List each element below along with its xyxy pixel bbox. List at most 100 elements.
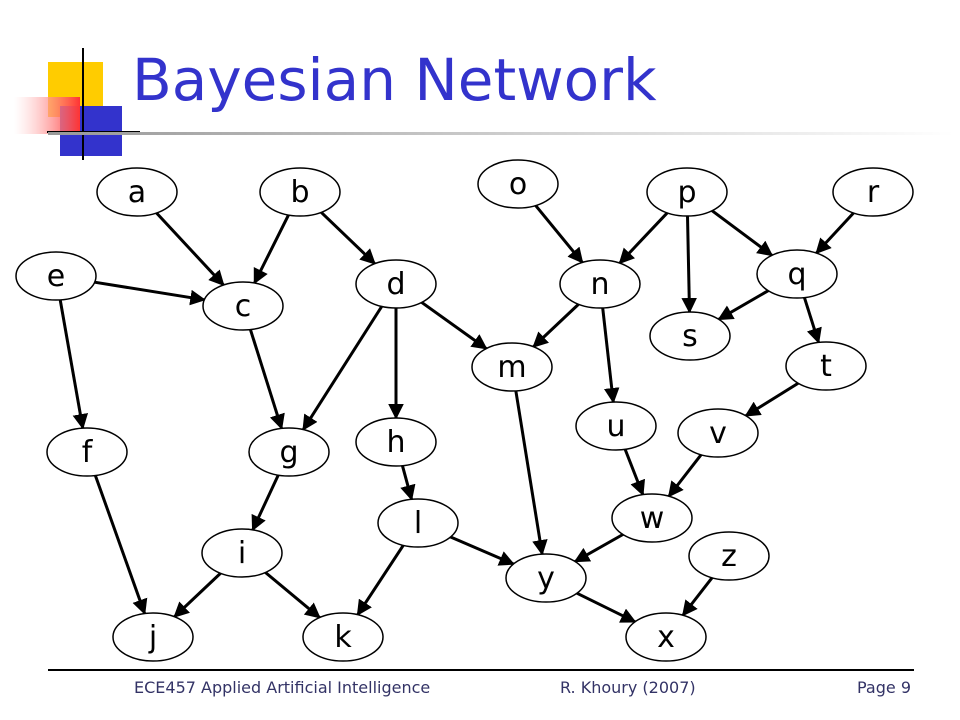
node-ellipse-g [248,427,330,477]
node-ellipse-v [677,408,759,458]
node-ellipse-u [575,401,657,451]
node-label-s: s [682,319,698,354]
edge-c-to-g [247,325,285,430]
node-label-g: g [279,435,298,470]
node-label-o: o [509,167,527,202]
edge-e-to-c [90,280,206,306]
node-h: h [355,417,437,467]
edge-u-to-w [622,445,646,497]
node-label-m: m [497,350,526,385]
node-label-d: d [386,267,405,302]
node-ellipse-i [201,528,283,578]
node-ellipse-s [649,311,731,361]
node-t: t [785,341,867,391]
node-ellipse-d [355,259,437,309]
edge-d-to-g [302,302,386,431]
edge-n-to-m [532,300,583,348]
node-ellipse-l [377,498,459,548]
node-d: d [355,259,437,309]
node-ellipse-m [471,342,553,392]
node-ellipse-o [477,159,559,209]
node-ellipse-t [785,341,867,391]
node-label-x: x [657,620,675,655]
node-u: u [575,401,657,451]
node-ellipse-a [96,167,178,217]
node-s: s [649,311,731,361]
edge-p-to-n [618,208,672,265]
edge-n-to-u [600,303,620,404]
edge-p-to-q [707,207,774,257]
node-g: g [248,427,330,477]
node-label-l: l [414,506,422,541]
node-c: c [202,281,284,331]
node-label-i: i [238,536,246,571]
node-o: o [477,159,559,209]
node-label-u: u [606,409,625,444]
node-label-v: v [709,416,727,451]
node-ellipse-p [646,167,728,217]
node-label-p: p [677,175,696,210]
node-y: y [505,553,587,603]
node-label-w: w [640,501,665,536]
footer-author: R. Khoury (2007) [560,678,696,697]
node-label-z: z [721,539,737,574]
node-label-h: h [386,425,405,460]
edge-r-to-q [815,209,858,255]
edge-g-to-i [251,470,282,532]
edge-f-to-j [92,471,148,616]
node-ellipse-n [559,259,641,309]
node-e: e [15,251,97,301]
footer-course: ECE457 Applied Artificial Intelligence [134,678,431,697]
edge-h-to-l [399,461,416,501]
node-q: q [756,249,838,299]
node-ellipse-x [625,612,707,662]
edge-l-to-k [356,541,407,616]
node-ellipse-r [832,167,914,217]
edge-i-to-k [261,568,321,619]
node-label-b: b [290,175,309,210]
edge-y-to-x [572,590,637,624]
node-x: x [625,612,707,662]
node-v: v [677,408,759,458]
node-ellipse-j [112,612,194,662]
edge-z-to-x [681,573,716,617]
edge-t-to-v [744,379,803,418]
node-ellipse-q [756,249,838,299]
edge-d-to-m [417,298,488,350]
edge-q-to-s [717,287,773,321]
node-k: k [302,612,384,662]
node-b: b [259,167,341,217]
edge-a-to-c [152,209,225,287]
node-l: l [377,498,459,548]
node-label-a: a [128,175,146,210]
node-ellipse-e [15,251,97,301]
footer-divider [48,669,914,671]
node-ellipse-y [505,553,587,603]
node-label-r: r [867,175,880,210]
node-j: j [112,612,194,662]
edge-p-to-s [681,211,698,314]
node-label-e: e [47,259,65,294]
node-label-q: q [787,257,806,292]
title-underline [48,132,954,135]
edge-m-to-y [513,386,548,556]
edge-b-to-d [317,208,376,265]
node-ellipse-f [46,427,128,477]
node-label-k: k [334,620,352,655]
node-p: p [646,167,728,217]
edge-i-to-j [173,569,225,618]
node-ellipse-w [611,493,693,543]
edge-b-to-c [253,210,292,285]
node-ellipse-b [259,167,341,217]
node-ellipse-z [688,531,770,581]
edges-layer [58,201,858,624]
node-label-n: n [590,267,609,302]
node-w: w [611,493,693,543]
node-label-y: y [537,561,555,596]
page-title: Bayesian Network [132,46,657,114]
node-z: z [688,531,770,581]
node-label-t: t [820,349,832,384]
edge-v-to-w [667,450,705,498]
